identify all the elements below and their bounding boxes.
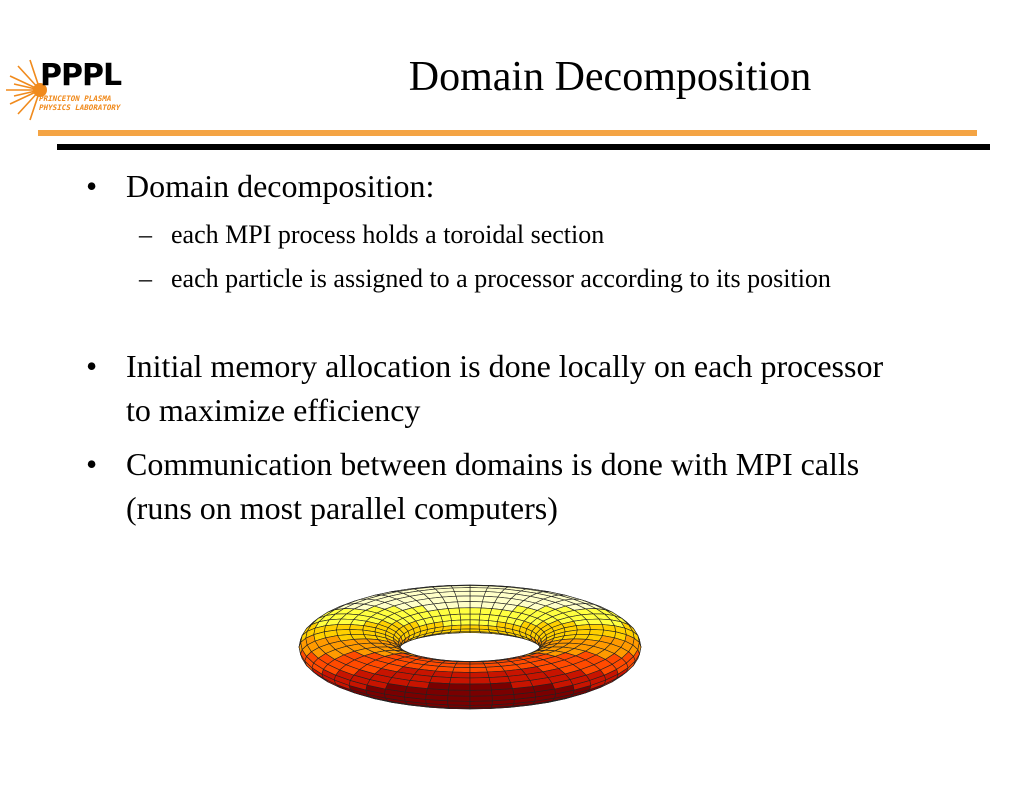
torus-mesh-cell bbox=[576, 629, 591, 635]
torus-mesh-cell bbox=[469, 601, 483, 609]
torus-mesh-cell bbox=[469, 689, 493, 697]
bullet-memory-allocation: • Initial memory allocation is done loca… bbox=[86, 344, 906, 432]
torus-mesh-cell bbox=[478, 613, 491, 621]
torus-mesh-cell bbox=[448, 683, 471, 691]
pppl-logo: PPPL PRINCETON PLASMA PHYSICS LABORATORY bbox=[4, 58, 126, 122]
torus-mesh-cell bbox=[490, 682, 513, 691]
torus-mesh-cell bbox=[469, 683, 492, 691]
torus-mesh-cell bbox=[460, 619, 471, 626]
torus-mesh-cell bbox=[453, 663, 471, 668]
torus-mesh-cell bbox=[449, 613, 462, 621]
torus-mesh-cell bbox=[469, 587, 488, 592]
bullet-mpi-communication: • Communication between domains is done … bbox=[86, 442, 906, 530]
torus-mesh-cell bbox=[452, 666, 471, 673]
torus-mesh-cell bbox=[478, 619, 489, 626]
torus-mesh-cell bbox=[459, 613, 471, 621]
torus-mesh-cell bbox=[449, 677, 471, 685]
bullet-domain-decomposition: • Domain decomposition: bbox=[86, 164, 906, 208]
torus-mesh-cell bbox=[451, 619, 462, 626]
logo-letters: PPPL bbox=[40, 58, 122, 93]
bullet-mark: • bbox=[86, 446, 98, 482]
torus-mesh-cell bbox=[469, 607, 482, 615]
torus-mesh-cell bbox=[457, 601, 471, 609]
logo-subtitle-line1: PRINCETON PLASMA bbox=[38, 94, 113, 103]
torus-mesh-cell bbox=[469, 619, 480, 626]
torus-mesh-cell bbox=[427, 682, 450, 691]
torus-mesh-cell bbox=[447, 695, 471, 702]
sub-bullet-text: each MPI process holds a toroidal sectio… bbox=[171, 220, 605, 249]
bullet-text: Communication between domains is done wi… bbox=[126, 446, 860, 526]
bullet-mark: • bbox=[86, 168, 98, 204]
torus-mesh-cell bbox=[576, 624, 591, 631]
sub-bullet-mark: – bbox=[139, 264, 152, 293]
torus-mesh-cell bbox=[469, 663, 487, 668]
sunburst-icon bbox=[6, 59, 47, 121]
torus-mesh-cell bbox=[469, 671, 490, 679]
torus-mesh-cell bbox=[450, 671, 471, 679]
bullet-text: Domain decomposition: bbox=[126, 168, 435, 204]
torus-mesh-cell bbox=[455, 595, 471, 603]
torus-mesh-cell bbox=[469, 677, 491, 685]
torus-figure bbox=[298, 584, 642, 710]
torus-mesh-cell bbox=[453, 590, 471, 597]
title-rule-orange bbox=[38, 130, 977, 136]
torus-mesh-cell bbox=[458, 607, 471, 615]
torus-mesh-cell bbox=[469, 624, 480, 630]
sub-bullet-text: each particle is assigned to a processor… bbox=[171, 264, 831, 293]
sub-bullet-mark: – bbox=[139, 220, 152, 249]
bullet-text: Initial memory allocation is done locall… bbox=[126, 348, 884, 428]
torus-mesh-cell bbox=[469, 595, 485, 603]
torus-mesh-cell bbox=[349, 629, 364, 635]
logo-subtitle-line2: PHYSICS LABORATORY bbox=[38, 103, 122, 112]
torus-mesh-cell bbox=[447, 689, 471, 697]
slide-title: Domain Decomposition bbox=[408, 54, 812, 100]
title-rule-black bbox=[57, 144, 990, 150]
torus-mesh-cell bbox=[452, 587, 471, 592]
torus-mesh-cell bbox=[469, 613, 481, 621]
torus-mesh-cell bbox=[469, 590, 487, 597]
sub-bullet-toroidal-section: – each MPI process holds a toroidal sect… bbox=[139, 216, 891, 254]
torus-mesh-cell bbox=[469, 666, 488, 673]
torus-mesh-cell bbox=[469, 695, 493, 702]
torus-mesh-cell bbox=[349, 624, 364, 631]
bullet-mark: • bbox=[86, 348, 98, 384]
sub-bullet-particle-assignment: – each particle is assigned to a process… bbox=[139, 260, 891, 298]
torus-mesh-cell bbox=[460, 624, 471, 630]
